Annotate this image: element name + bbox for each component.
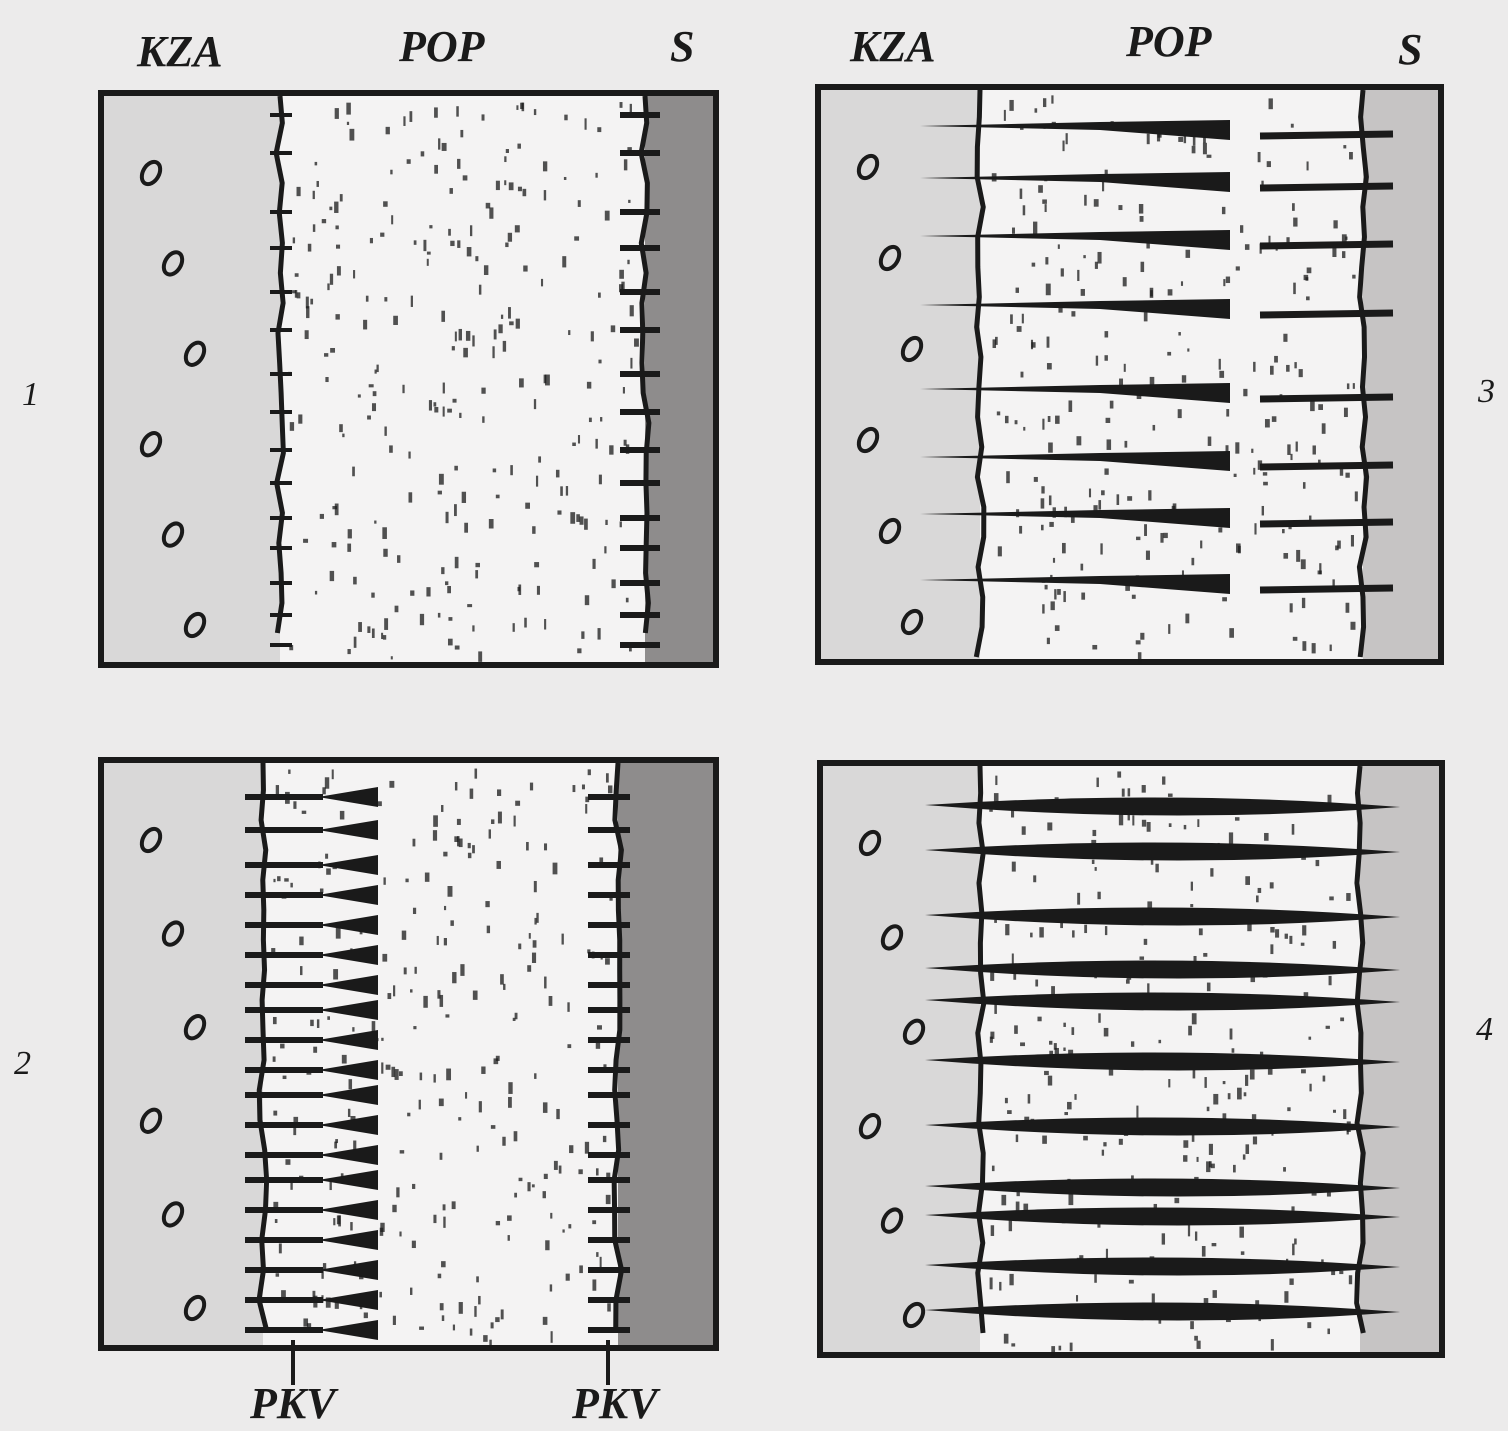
panel-4 — [820, 763, 1442, 1357]
s-zone — [645, 96, 713, 662]
s-zone — [1363, 90, 1438, 659]
s-zone — [618, 763, 713, 1345]
kza-zone — [104, 763, 263, 1345]
panel-3 — [818, 87, 1441, 664]
kza-zone — [821, 90, 980, 659]
panel-2 — [101, 760, 716, 1348]
kza-zone — [104, 96, 280, 662]
panel-1 — [101, 93, 716, 665]
